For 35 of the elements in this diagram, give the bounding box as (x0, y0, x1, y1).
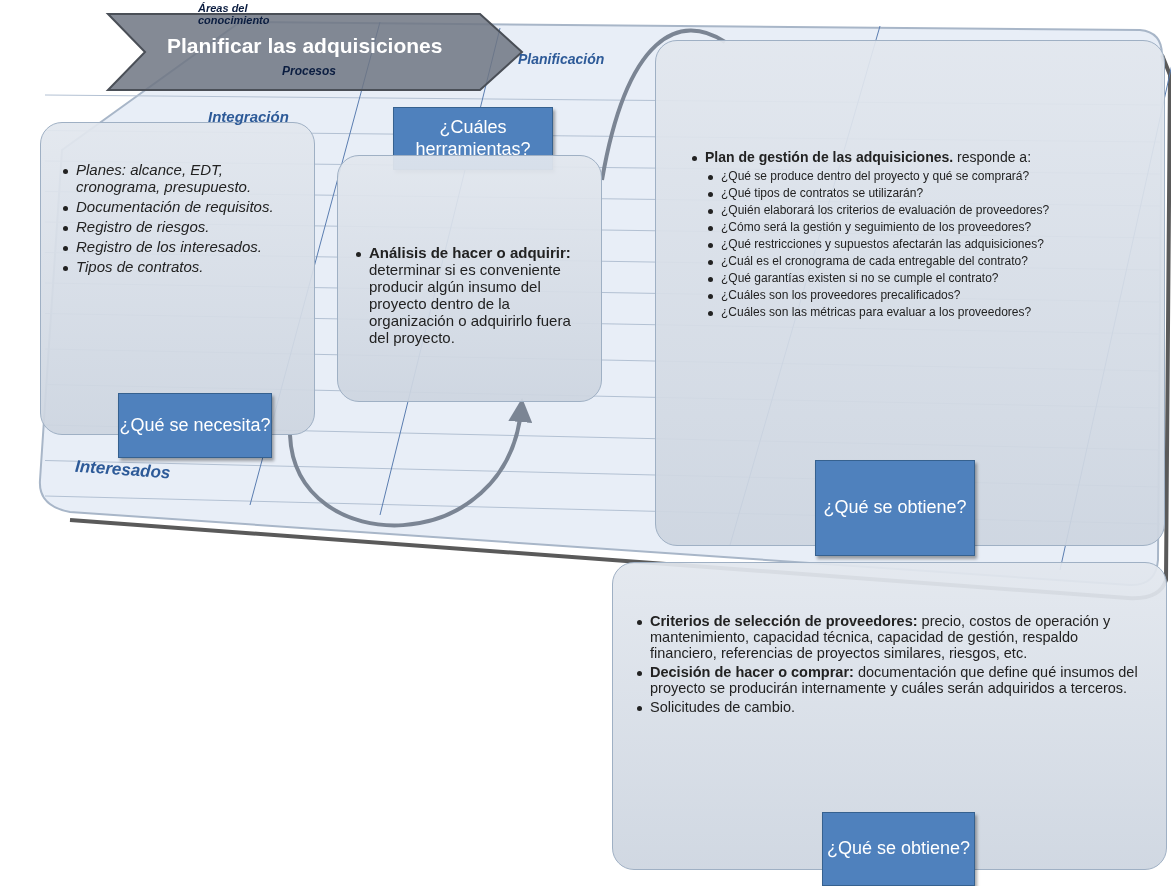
list-item: ¿Cuáles son los proveedores precalificados? (721, 288, 961, 302)
content-panel (612, 562, 1167, 870)
list-item: Análisis de hacer o adquirir: determinar si es conveniente producir algún insumo del proyecto dentro de la organización o adquirirlo fuera del proyecto. (369, 244, 572, 346)
row-heading: Integración (208, 108, 289, 125)
content-panel (337, 155, 602, 402)
tab-label: ¿Qué se necesita? (119, 414, 271, 437)
row-heading: Interesados (74, 456, 171, 484)
list-item: ¿Quién elaborará los criterios de evaluación de proveedores? (721, 203, 1050, 217)
question-tab (815, 460, 975, 556)
list-item: Registro de los interesados. (76, 238, 262, 255)
list-item: ¿Qué tipos de contratos se utilizarán? (721, 186, 924, 200)
question-tab (118, 393, 272, 458)
list-item: ¿Cómo será la gestión y seguimiento de los proveedores? (721, 220, 1032, 234)
list-item: ¿Cuál es el cronograma de cada entregable del contrato? (721, 254, 1028, 268)
list-item: Tipos de contratos. (76, 258, 204, 275)
list-item: Documentación de requisitos. (76, 198, 274, 215)
tab-label: ¿Qué se obtiene? (823, 497, 967, 519)
list-item: ¿Qué se produce dentro del proyecto y qué se comprará? (721, 169, 1030, 183)
list-item: ¿Qué garantías existen si no se cumple el contrato? (721, 271, 999, 285)
question-tab (822, 812, 975, 886)
list-item: Registro de riesgos. (76, 218, 210, 235)
column-heading: Planificación (518, 51, 605, 67)
list-item: ¿Qué restricciones y supuestos afectarán las adquisiciones? (721, 237, 1044, 251)
table-header-label: Procesos (282, 64, 337, 78)
tab-label: ¿Cuáles herramientas? (414, 116, 532, 161)
table-header-label: Áreas del conocimiento (198, 3, 271, 27)
list-item: Criterios de selección de proveedores: precio, costos de operación y mantenimiento, capacidad técnica, capacidad de gestión, respaldo financiero, referencias de proyectos similares, riesgos, etc. (650, 613, 1112, 661)
list-item: ¿Cuáles son las métricas para evaluar a los proveedores? (721, 305, 1032, 319)
content-panel (655, 40, 1165, 546)
tab-label: ¿Qué se obtiene? (826, 838, 971, 860)
list-item: Plan de gestión de las adquisiciones. responde a: (705, 149, 1032, 165)
list-item: Decisión de hacer o comprar: documentación que define qué insumos del proyecto se producirán internamente y cuáles serán adquiridos a terceros. (650, 664, 1139, 696)
list-item: Planes: alcance, EDT, cronograma, presupuesto. (76, 161, 253, 195)
list-item: Solicitudes de cambio. (650, 699, 796, 715)
process-title: Planificar las adquisiciones (167, 34, 443, 58)
